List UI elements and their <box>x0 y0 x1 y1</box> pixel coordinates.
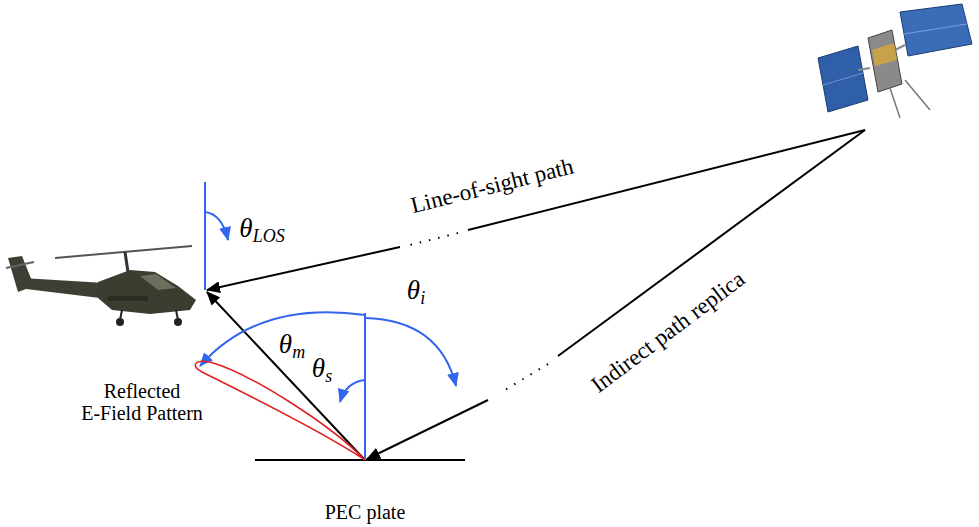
fuselage <box>98 270 196 314</box>
angle-arc <box>205 212 228 240</box>
indirect-ray <box>367 400 488 459</box>
canopy <box>140 274 176 290</box>
panel-grid <box>823 73 863 85</box>
antenna <box>905 80 930 110</box>
indirect-gap-dots <box>500 364 548 393</box>
indirect-ray <box>558 130 865 356</box>
satellite <box>818 4 972 118</box>
angle-arc <box>200 312 365 366</box>
helicopter <box>6 246 196 326</box>
satellite-body <box>868 30 902 92</box>
pec-plate <box>255 459 465 461</box>
angle-label: θs <box>311 354 333 387</box>
part-label: PEC plate <box>325 501 406 523</box>
angle-arc <box>365 318 456 386</box>
los-gap-dots <box>410 233 458 245</box>
angle-label: θLOS <box>238 214 285 247</box>
tail-boom <box>22 278 108 299</box>
pattern-label: Reflected E-Field Pattern <box>81 380 203 424</box>
los-ray <box>207 247 400 290</box>
panel-grid <box>904 24 967 34</box>
panel-arm <box>895 45 905 50</box>
solar-panel <box>900 4 972 56</box>
antenna <box>890 88 900 118</box>
stub-wing <box>108 296 148 301</box>
rotor-mast <box>125 252 128 272</box>
angle-label: θm <box>278 330 306 363</box>
normal-line <box>364 313 366 460</box>
wheel <box>116 318 124 326</box>
angle-arc <box>340 380 365 402</box>
solar-panel <box>818 46 868 112</box>
body-foil <box>872 43 897 66</box>
tail-rotor <box>6 262 34 268</box>
normal-line <box>204 182 206 290</box>
path-label: Indirect path replica <box>586 266 749 398</box>
wheel <box>174 318 182 326</box>
rotor-blade <box>55 246 192 258</box>
panel-arm <box>858 68 870 70</box>
reflected-lobe <box>195 361 365 460</box>
angle-label: θi <box>406 276 426 309</box>
